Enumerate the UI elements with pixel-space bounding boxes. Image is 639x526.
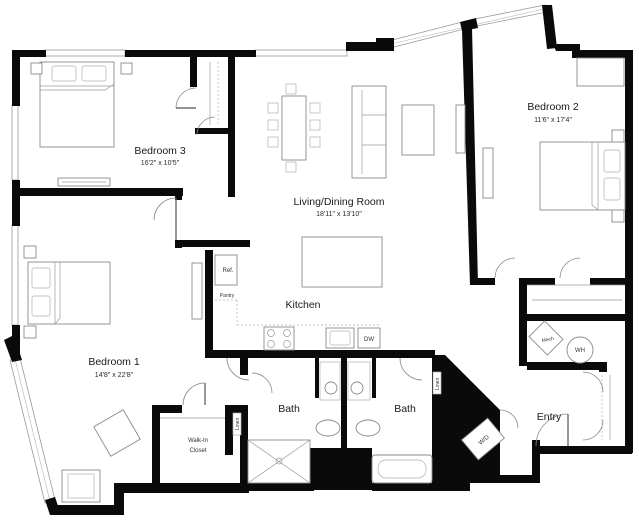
tv-console-icon [191,262,203,320]
bath-left-name: Bath [278,403,300,415]
toilet-icon [315,419,341,437]
armchair-icon [93,409,141,457]
nightstand-icon [23,245,37,259]
closet-name-line1: Walk-In [188,438,208,444]
dw-label: DW [364,337,374,343]
sink-icon [350,381,364,395]
dining-table-icon [281,95,307,161]
mech-label: Mech [541,336,554,344]
bedroom-2-dims: 11'6" x 17'4" [534,117,572,124]
sofa-icon [351,85,387,179]
living-dining-dims: 18'11" x 13'10" [316,211,362,218]
bedroom-3-name: Bedroom 3 [134,145,186,157]
mechanical-room [528,320,594,364]
nightstand-icon [611,209,625,223]
sink-icon [324,381,338,395]
bedroom-3-furniture [30,61,219,187]
stove-icon [263,326,295,351]
bath-right-name: Bath [394,403,416,415]
mech-unit-icon [528,320,564,356]
entry-name: Entry [537,411,562,423]
living-dining-name: Living/Dining Room [293,196,384,208]
coffee-table-icon [401,104,435,156]
walls [4,5,633,515]
nightstand-icon [23,325,37,339]
nightstand-icon [120,62,133,75]
dresser-icon [576,57,625,87]
nightstand-icon [611,129,625,143]
toilet-icon [355,419,381,437]
ref-label: Ref. [222,268,233,274]
bedroom-2-name: Bedroom 2 [527,101,579,113]
desk-icon [482,147,494,199]
nightstand-icon [30,62,43,75]
bedroom-1-name: Bedroom 1 [88,356,140,368]
bath-fixtures [247,357,442,484]
pantry-label: Pantry [220,293,235,299]
bedroom-2-furniture [482,57,626,301]
bedroom-1-dims: 14'8" x 22'8" [95,372,134,379]
dishwasher-icon [357,327,381,349]
bedroom-1-furniture [23,245,250,503]
vanity-icon [347,361,371,401]
bedroom-3-dims: 16'2" x 10'5" [141,160,180,167]
wh-label: WH [575,348,585,354]
water-heater-icon [566,336,594,364]
entry-fixtures [460,371,611,461]
kitchen-fixtures [191,254,381,351]
refrigerator-icon [214,254,238,286]
washer-dryer-icon [460,417,506,461]
room-labels: Bedroom 3 16'2" x 10'5" Bedroom 2 11'6" … [88,101,579,454]
linen-right-label: Linen [435,378,441,390]
linen-shelf-icon [432,371,442,395]
closet-name-line2: Closet [189,448,206,454]
kitchen-island-icon [301,236,383,288]
linen-left-label: Linen [235,418,241,430]
kitchen-name: Kitchen [285,299,320,311]
linen-shelf-icon [232,412,242,436]
tv-console-icon [455,104,466,154]
living-dining-furniture [153,83,466,288]
